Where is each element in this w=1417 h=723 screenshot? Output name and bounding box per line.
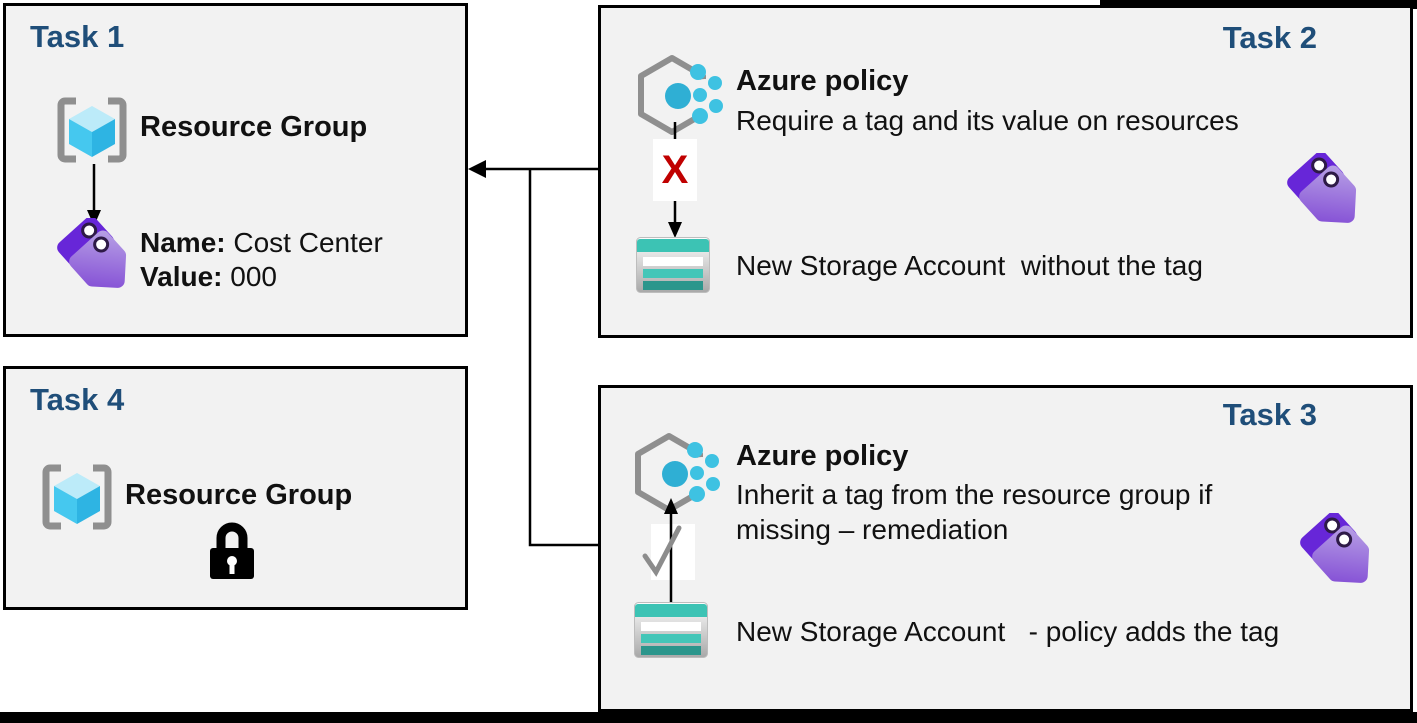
- top-right-black-bar: [1100, 0, 1417, 9]
- deny-marker-background: [653, 139, 697, 201]
- tag-icon: [1299, 513, 1379, 597]
- task3-policy-description-line2: missing – remediation: [736, 514, 1009, 545]
- task4-title: Task 4: [30, 382, 125, 417]
- tag-name-label: Name:: [140, 227, 226, 258]
- task1-box: Task 1 Resource Group Name: Cost Center …: [3, 3, 468, 337]
- task3-title: Task 3: [1222, 397, 1317, 432]
- resource-group-icon: [54, 96, 130, 164]
- task4-box: Task 4 Resource Group: [3, 366, 468, 610]
- lock-icon: [210, 522, 254, 579]
- task3-storage-label: New Storage Account - policy adds the ta…: [736, 616, 1280, 647]
- resource-group-icon: [39, 463, 115, 531]
- task3-policy-title: Azure policy: [736, 440, 909, 472]
- task2-title: Task 2: [1222, 20, 1317, 55]
- tag-value-label: Value:: [140, 261, 223, 292]
- storage-account-icon: [636, 237, 710, 293]
- task3-box: Task 3 Azure policy Inherit a tag from t…: [598, 385, 1413, 712]
- deny-x-marker: X: [661, 148, 689, 192]
- storage-account-icon: [634, 602, 708, 658]
- tag-icon: [56, 218, 136, 302]
- tag-value-value: 000: [222, 261, 277, 292]
- resource-group-label: Resource Group: [125, 479, 353, 511]
- tag-name-value: Cost Center: [225, 227, 383, 258]
- bottom-black-bar: [0, 712, 1417, 723]
- task2-storage-label: New Storage Account without the tag: [736, 250, 1203, 281]
- check-icon: [642, 525, 682, 577]
- task2-policy-description: Require a tag and its value on resources: [736, 105, 1239, 136]
- task3-policy-description-line1: Inherit a tag from the resource group if: [736, 479, 1213, 510]
- task2-policy-title: Azure policy: [736, 65, 909, 97]
- tag-value-line: Value: 000: [140, 260, 277, 294]
- compliant-arrow-line: [664, 498, 678, 602]
- task2-box: Task 2 Azure policy Require a tag and it…: [598, 5, 1413, 338]
- arrow-down-icon: [87, 164, 101, 226]
- task1-title: Task 1: [30, 19, 125, 54]
- tag-name-line: Name: Cost Center: [140, 226, 383, 260]
- resource-group-label: Resource Group: [140, 111, 368, 143]
- tag-icon: [1286, 153, 1366, 237]
